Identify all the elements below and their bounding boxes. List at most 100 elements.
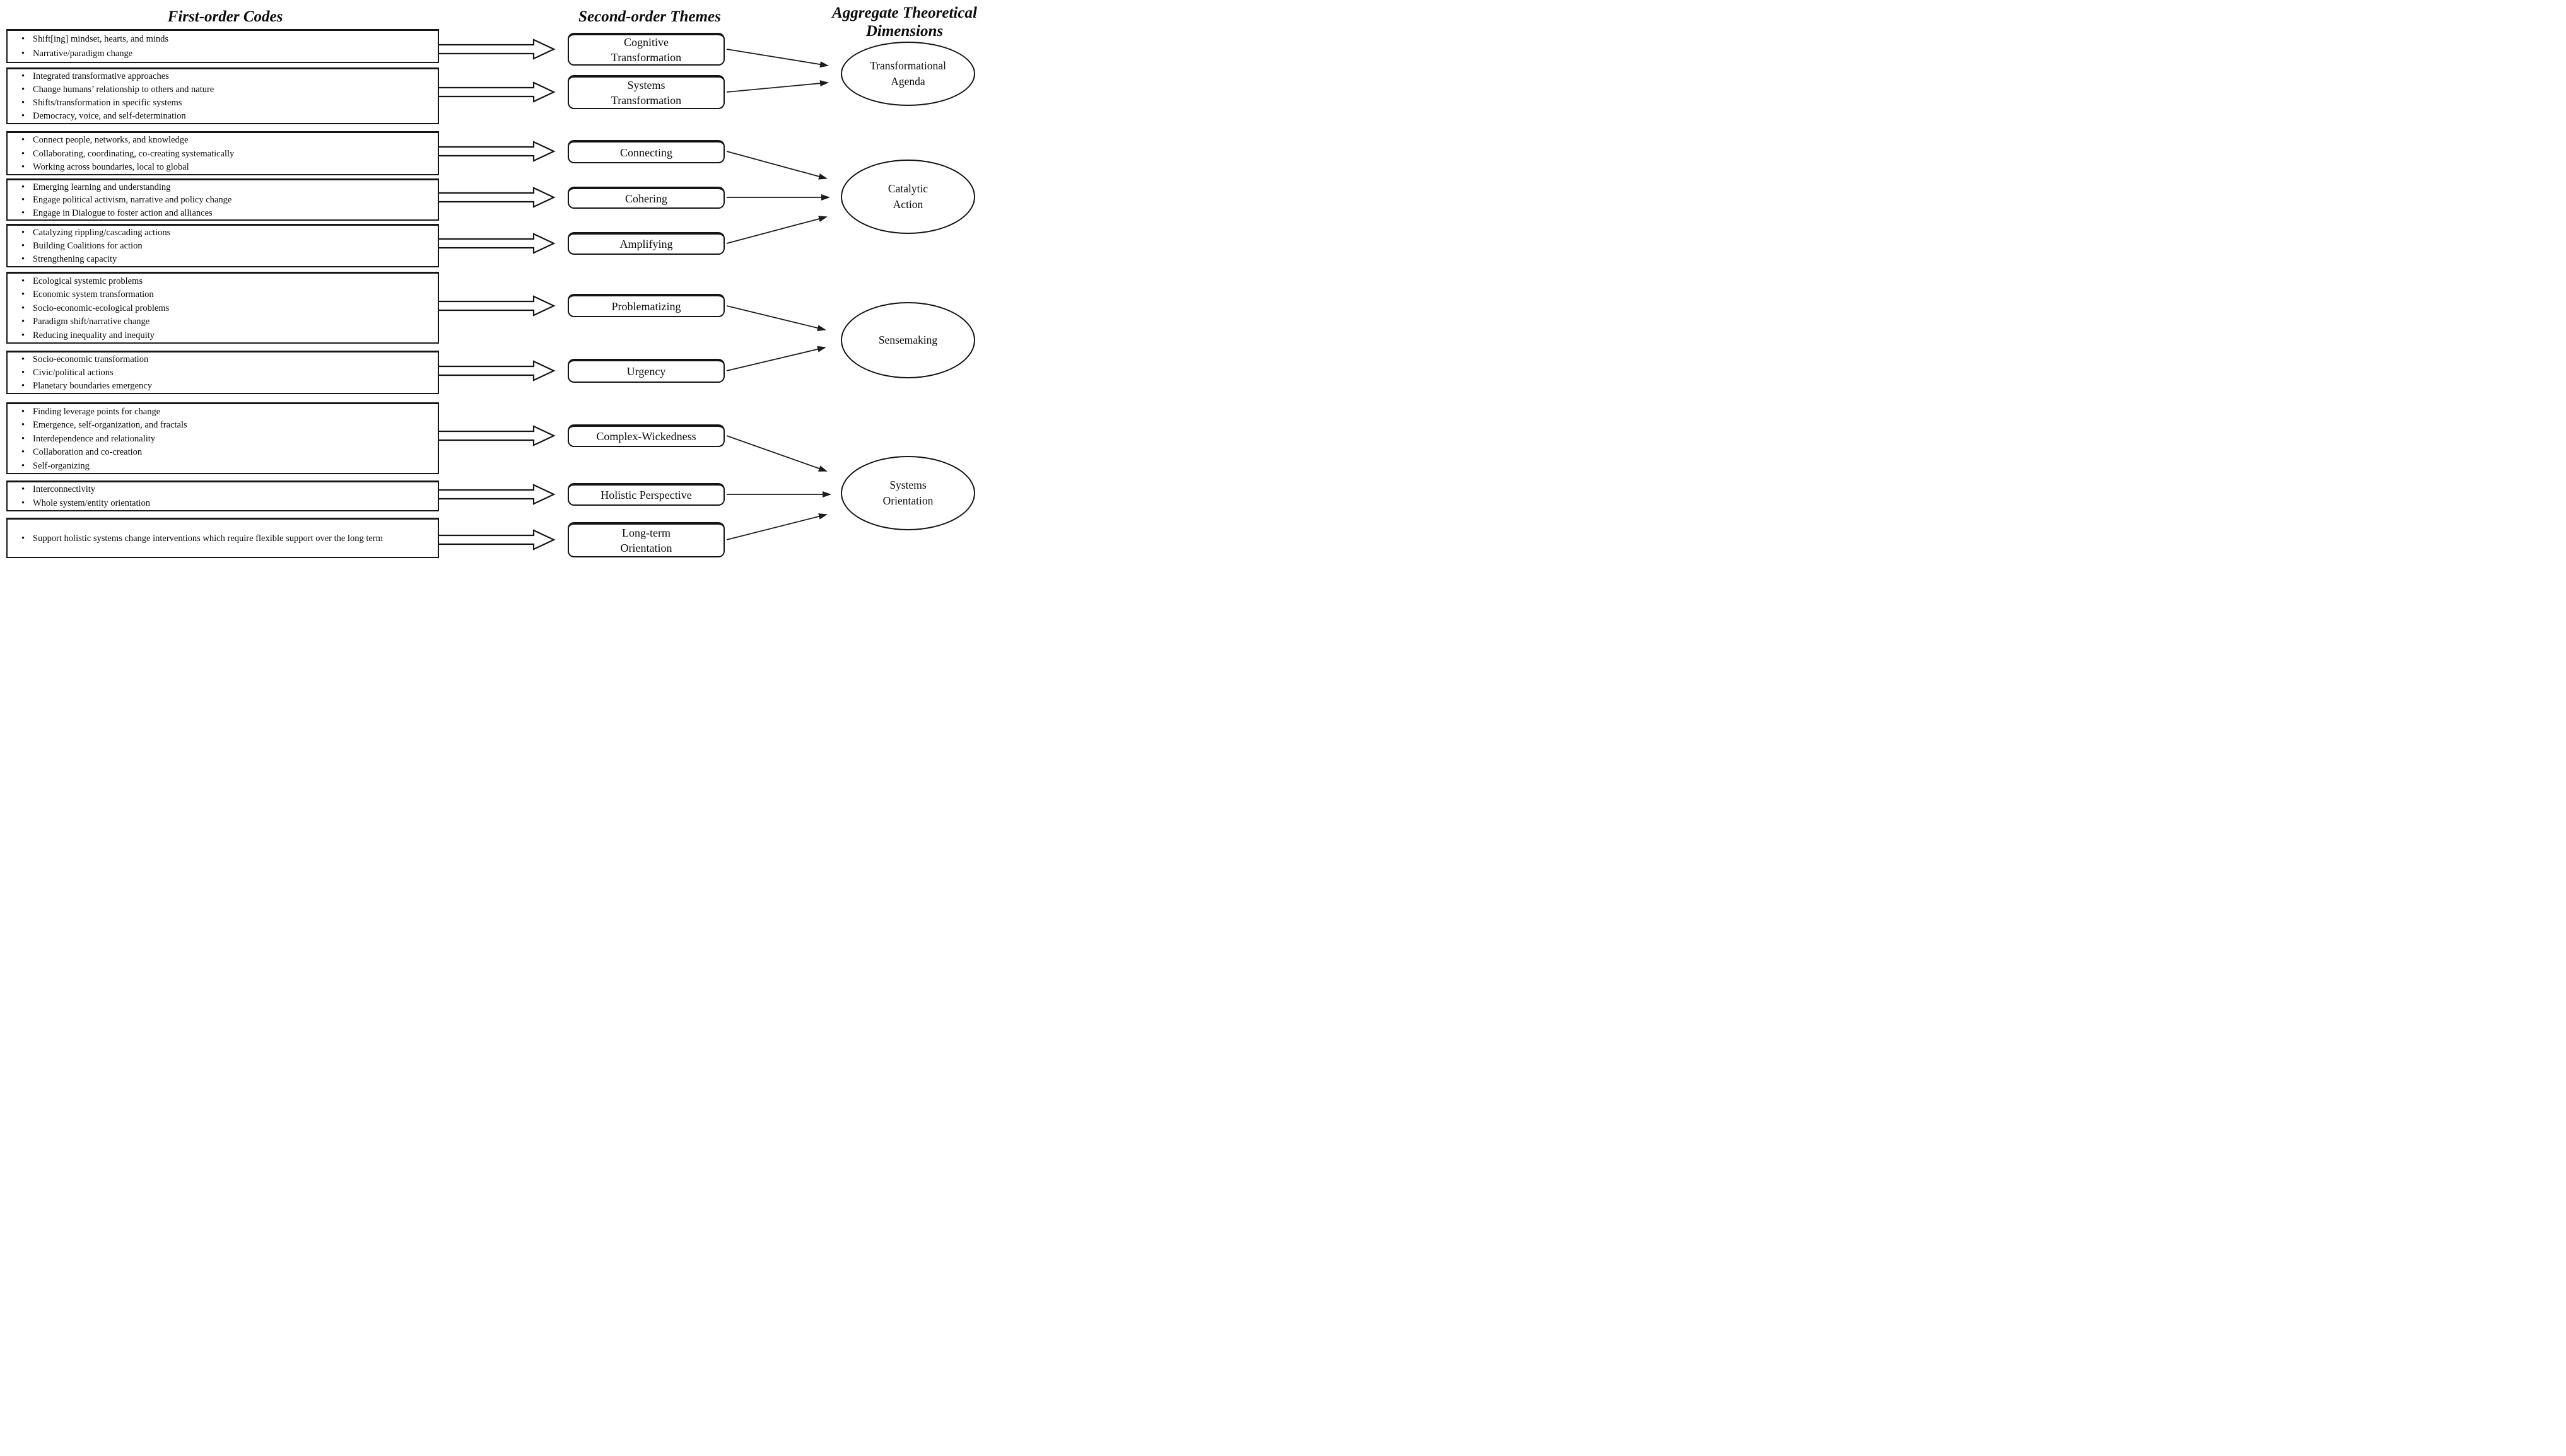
dimension-label: Orientation: [882, 494, 934, 507]
code-item: Socio-economic-ecological problems: [21, 302, 433, 315]
dimension-label: Transformational: [870, 59, 946, 72]
connector-layer: [435, 38, 831, 550]
code-item: Socio-economic transformation: [21, 353, 433, 366]
block-arrow-10: [435, 529, 556, 550]
theme-label: Transformation: [611, 51, 682, 64]
code-item: Economic system transformation: [21, 288, 433, 301]
code-item: Engage political activism, narrative and…: [21, 194, 433, 206]
code-item: Support holistic systems change interven…: [21, 532, 433, 545]
code-item: Shifts/transformation in specific system…: [21, 96, 433, 109]
block-arrow-3: [435, 141, 556, 162]
code-item: Democracy, voice, and self-determination: [21, 110, 433, 122]
block-arrow-2: [435, 81, 556, 103]
theme-label: Cognitive: [624, 36, 669, 49]
theme-box-holistic-perspective: Holistic Perspective: [568, 483, 725, 506]
dimension-ellipse-sensemaking: Sensemaking: [841, 302, 975, 378]
dimension-label: Sensemaking: [878, 334, 938, 346]
link-arrow-long-term: [726, 513, 828, 540]
theme-box-complex-wickedness: Complex-Wickedness: [568, 424, 725, 447]
first-order-box-interconnectivity: Interconnectivity Whole system/entity or…: [6, 480, 439, 511]
code-item: Integrated transformative approaches: [21, 70, 433, 83]
link-arrow-connecting: [726, 151, 828, 180]
code-item: Paradigm shift/narrative change: [21, 315, 433, 328]
first-order-box-emerging-learning: Emerging learning and understanding Enga…: [6, 178, 439, 221]
theme-label: Orientation: [620, 542, 672, 554]
first-order-box-leverage-points: Finding leverage points for change Emerg…: [6, 402, 439, 474]
code-item: Shift[ing] mindset, hearts, and minds: [21, 33, 433, 45]
theme-label: Urgency: [626, 365, 666, 378]
first-order-box-catalyzing: Catalyzing rippling/cascading actions Bu…: [6, 224, 439, 267]
block-arrow-4: [435, 187, 556, 208]
theme-label: Connecting: [620, 146, 672, 159]
theme-label: Cohering: [625, 192, 667, 205]
code-item: Planetary boundaries emergency: [21, 380, 433, 392]
code-item: Connect people, networks, and knowledge: [21, 134, 433, 146]
code-item: Civic/political actions: [21, 366, 433, 379]
block-arrow-5: [435, 233, 556, 254]
first-order-box-ecological-problems: Ecological systemic problems Economic sy…: [6, 272, 439, 344]
theme-label: Long-term: [622, 527, 671, 539]
code-item: Working across boundaries, local to glob…: [21, 161, 433, 173]
first-order-box-socio-economic: Socio-economic transformation Civic/poli…: [6, 351, 439, 394]
block-arrow-8: [435, 425, 556, 446]
first-order-box-transformative-approaches: Integrated transformative approaches Cha…: [6, 67, 439, 124]
header-aggregate-dimensions: Aggregate Theoretical Dimensions: [820, 4, 989, 40]
code-item: Emergence, self-organization, and fracta…: [21, 419, 433, 431]
first-order-box-connect-people: Connect people, networks, and knowledge …: [6, 131, 439, 175]
first-order-box-holistic-support: Support holistic systems change interven…: [6, 518, 439, 558]
block-arrow-1: [435, 38, 556, 60]
theme-box-amplifying: Amplifying: [568, 232, 725, 255]
code-item: Emerging learning and understanding: [21, 181, 433, 194]
code-item: Narrative/paradigm change: [21, 47, 433, 60]
theme-label: Complex-Wickedness: [596, 430, 696, 443]
theme-label: Amplifying: [619, 238, 673, 250]
theme-label: Holistic Perspective: [600, 489, 692, 501]
block-arrow-9: [435, 484, 556, 505]
code-item: Ecological systemic problems: [21, 275, 433, 288]
code-item: Change humans’ relationship to others an…: [21, 83, 433, 96]
theme-box-urgency: Urgency: [568, 359, 725, 383]
block-arrow-6: [435, 295, 556, 317]
code-item: Engage in Dialogue to foster action and …: [21, 207, 433, 219]
header-second-order-themes: Second-order Themes: [578, 8, 721, 25]
code-item: Finding leverage points for change: [21, 405, 433, 418]
theme-label: Problematizing: [611, 300, 681, 313]
code-item: Collaborating, coordinating, co-creating…: [21, 148, 433, 160]
link-arrow-complex-wickedness: [726, 435, 828, 472]
first-order-box-mindset: Shift[ing] mindset, hearts, and minds Na…: [6, 29, 439, 63]
code-item: Collaboration and co-creation: [21, 446, 433, 458]
code-item: Strengthening capacity: [21, 253, 433, 265]
header-aggregate-line1: Aggregate Theoretical: [832, 4, 977, 21]
theme-label: Transformation: [611, 94, 682, 107]
link-arrow-amplifying: [726, 216, 828, 244]
theme-label: Systems: [627, 79, 665, 91]
code-item: Catalyzing rippling/cascading actions: [21, 226, 433, 239]
code-item: Reducing inequality and inequity: [21, 329, 433, 342]
block-arrow-7: [435, 360, 556, 381]
gioia-data-structure-diagram: First-order Codes Second-order Themes Ag…: [0, 0, 989, 561]
code-item: Interconnectivity: [21, 483, 433, 496]
theme-box-cohering: Cohering: [568, 187, 725, 209]
dimension-label: Systems: [889, 479, 927, 491]
link-arrow-systems-transformation: [726, 80, 829, 93]
link-arrow-urgency: [726, 346, 826, 371]
theme-box-connecting: Connecting: [568, 140, 725, 163]
dimension-label: Agenda: [891, 75, 925, 88]
code-item: Interdependence and relationality: [21, 433, 433, 445]
dimension-label: Action: [893, 198, 923, 211]
header-aggregate-line2: Dimensions: [865, 23, 944, 40]
code-item: Building Coalitions for action: [21, 240, 433, 252]
dimension-label: Catalytic: [888, 182, 929, 195]
link-arrow-problematizing: [726, 305, 826, 332]
code-item: Self-organizing: [21, 460, 433, 472]
link-arrow-cognitive: [726, 49, 829, 68]
theme-box-problematizing: Problematizing: [568, 294, 725, 317]
code-item: Whole system/entity orientation: [21, 497, 433, 510]
header-first-order-codes: First-order Codes: [167, 8, 283, 25]
